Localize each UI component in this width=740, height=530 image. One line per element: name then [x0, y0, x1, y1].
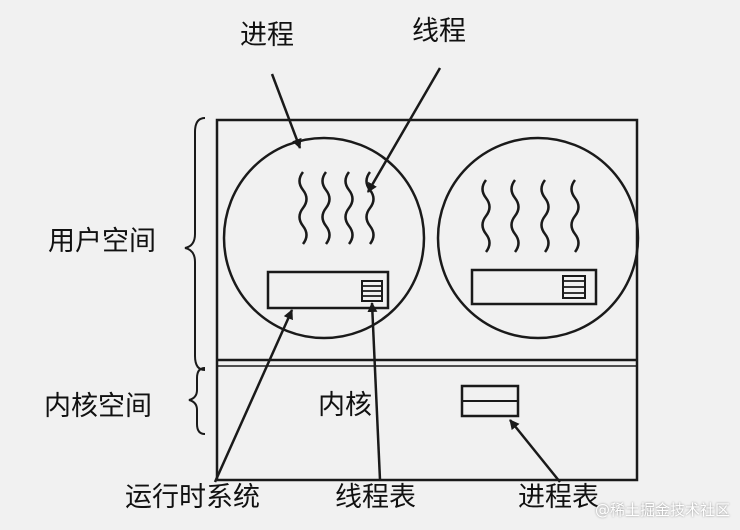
- threads-process-2: [481, 179, 580, 253]
- watermark: @稀土掘金技术社区: [594, 501, 730, 519]
- user-space-brace: [184, 117, 206, 371]
- arrow-thread-table: [367, 302, 382, 481]
- process-circle-1: [222, 136, 426, 340]
- thread-squiggle: [365, 171, 375, 245]
- thread-squiggle: [321, 171, 331, 245]
- runtime-system-label: 运行时系统: [125, 482, 260, 513]
- thread-squiggle: [481, 179, 491, 253]
- process-circle-2: [436, 136, 640, 340]
- thread-table-2-lines: [563, 280, 585, 294]
- arrow-process: [270, 73, 302, 149]
- thread-label: 线程: [412, 16, 466, 47]
- kernel-label: 内核: [318, 390, 372, 421]
- arrow-thread: [366, 67, 442, 193]
- threads-process-1: [298, 171, 375, 245]
- user-space-label: 用户空间: [48, 226, 156, 257]
- thread-squiggle: [510, 179, 520, 253]
- thread-squiggle: [570, 179, 580, 253]
- arrow-runtime-system: [213, 309, 294, 483]
- thread-table-label: 线程表: [335, 482, 416, 513]
- thread-table-1-lines: [362, 285, 382, 297]
- kernel-space-brace: [188, 367, 206, 435]
- kernel-space-label: 内核空间: [44, 391, 152, 422]
- runtime-system-bar-2: [470, 268, 598, 306]
- runtime-system-bar-1: [266, 270, 390, 310]
- thread-squiggle: [298, 171, 308, 245]
- process-table-label: 进程表: [518, 482, 599, 513]
- thread-squiggle: [540, 179, 550, 253]
- arrow-process-table: [509, 419, 561, 483]
- system-box: [215, 118, 639, 482]
- process-label: 进程: [240, 20, 294, 51]
- thread-squiggle: [344, 171, 354, 245]
